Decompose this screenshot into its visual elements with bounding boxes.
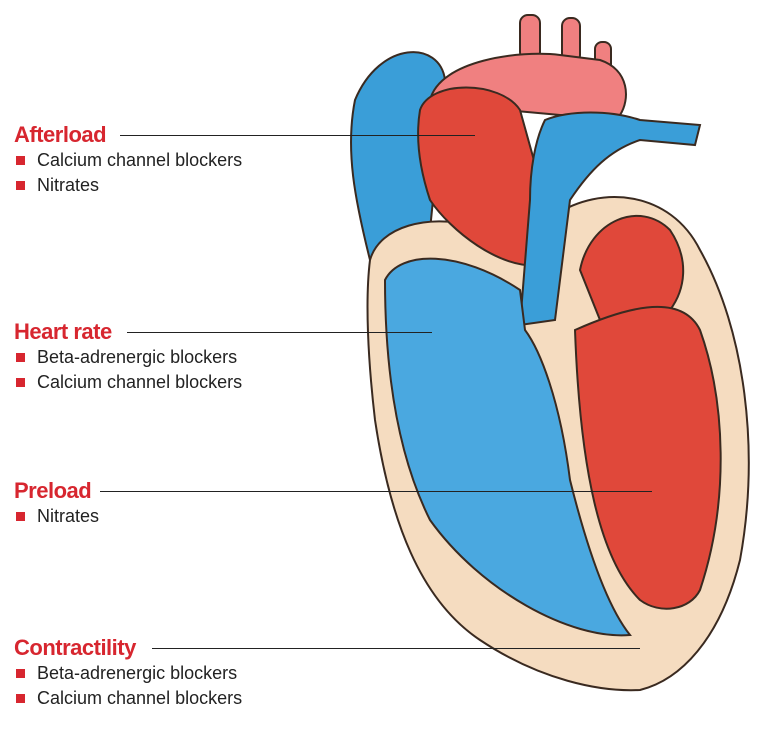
bullet-icon xyxy=(16,353,25,362)
pulmonary-artery xyxy=(518,111,702,327)
left-atrium xyxy=(578,214,685,322)
item-text: Calcium channel blockers xyxy=(37,372,243,392)
bullet-icon xyxy=(16,512,25,521)
bullet-icon xyxy=(16,378,25,387)
heart-rate-leader-line xyxy=(127,332,432,333)
list-item: Beta-adrenergic blockers xyxy=(14,661,242,686)
contractility-leader-line xyxy=(152,648,640,649)
list-item: Calcium channel blockers xyxy=(14,686,242,711)
item-text: Nitrates xyxy=(37,175,100,195)
afterload-leader-line xyxy=(120,135,475,136)
item-text: Beta-adrenergic blockers xyxy=(37,347,238,367)
bullet-icon xyxy=(16,156,25,165)
list-item: Calcium channel blockers xyxy=(14,370,242,395)
list-item: Nitrates xyxy=(14,173,242,198)
list-item: Nitrates xyxy=(14,504,99,529)
list-item: Beta-adrenergic blockers xyxy=(14,345,242,370)
bullet-icon xyxy=(16,669,25,678)
list-item: Calcium channel blockers xyxy=(14,148,242,173)
label-title: Heart rate xyxy=(14,319,112,344)
preload-label: Preload Nitrates xyxy=(14,478,99,529)
left-ventricle xyxy=(573,306,722,610)
contractility-label: Contractility Beta-adrenergic blockers C… xyxy=(14,635,242,711)
item-text: Nitrates xyxy=(37,506,100,526)
aorta xyxy=(417,86,547,267)
heart-rate-label: Heart rate Beta-adrenergic blockers Calc… xyxy=(14,319,242,395)
label-title: Contractility xyxy=(14,635,136,660)
right-ventricle xyxy=(383,257,632,637)
label-title: Afterload xyxy=(14,122,107,147)
label-title: Preload xyxy=(14,478,92,503)
afterload-label: Afterload Calcium channel blockers Nitra… xyxy=(14,122,242,198)
bullet-icon xyxy=(16,181,25,190)
item-text: Beta-adrenergic blockers xyxy=(37,663,238,683)
preload-leader-line xyxy=(100,491,652,492)
item-text: Calcium channel blockers xyxy=(37,150,243,170)
bullet-icon xyxy=(16,694,25,703)
item-text: Calcium channel blockers xyxy=(37,688,243,708)
